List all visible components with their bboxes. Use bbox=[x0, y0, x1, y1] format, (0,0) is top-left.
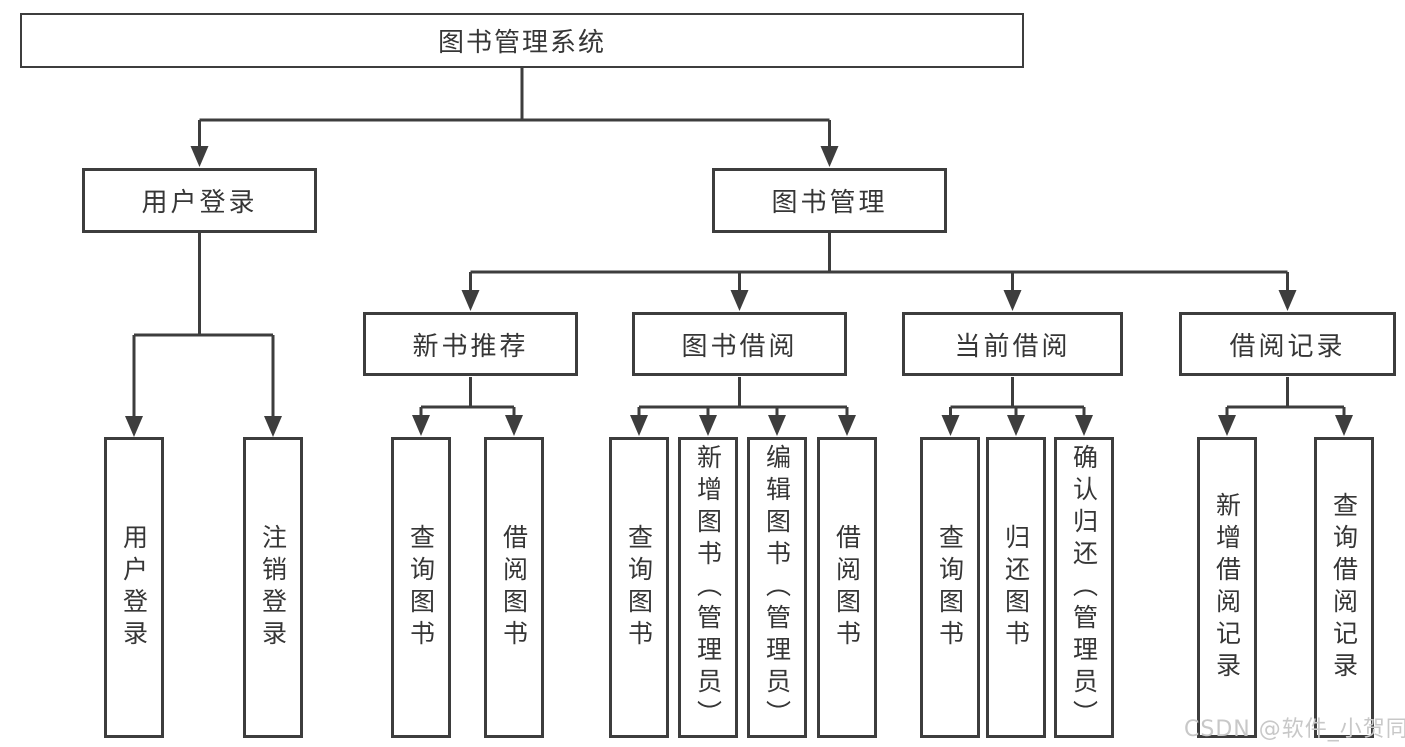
node-label: 新增图书（管理员） bbox=[693, 443, 723, 732]
csdn-watermark: CSDN @软件_小贺同学 bbox=[1184, 717, 1405, 742]
node-label: 新增借阅记录 bbox=[1212, 491, 1242, 684]
connector-arrowheads bbox=[125, 146, 1353, 437]
node-user-login: 用户登录 bbox=[82, 168, 317, 233]
leaf-return-books: 归还图书 bbox=[986, 437, 1046, 738]
node-new-book-recommend: 新书推荐 bbox=[363, 312, 578, 376]
node-label: 图书管理系统 bbox=[437, 28, 606, 58]
leaf-user-login: 用户登录 bbox=[104, 437, 164, 738]
node-book-borrowing: 图书借阅 bbox=[632, 312, 847, 376]
node-label: 归还图书 bbox=[1001, 523, 1031, 652]
leaf-query-books-current: 查询图书 bbox=[920, 437, 980, 738]
node-label: 查询图书 bbox=[624, 523, 654, 652]
leaf-borrow-books-recommend: 借阅图书 bbox=[484, 437, 544, 738]
leaf-add-borrow-record: 新增借阅记录 bbox=[1197, 437, 1257, 738]
node-label: 查询图书 bbox=[406, 523, 436, 652]
node-label: 注销登录 bbox=[258, 523, 288, 652]
node-label: 图书管理 bbox=[771, 188, 888, 218]
leaf-query-borrow-record: 查询借阅记录 bbox=[1314, 437, 1374, 738]
connector-lines bbox=[132, 68, 1346, 418]
node-label: 借阅图书 bbox=[832, 523, 862, 652]
node-label: 图书借阅 bbox=[681, 331, 798, 362]
node-label: 借阅图书 bbox=[499, 523, 529, 652]
node-label: 用户登录 bbox=[119, 523, 149, 652]
leaf-confirm-return-admin: 确认归还（管理员） bbox=[1054, 437, 1114, 738]
node-label: 当前借阅 bbox=[954, 331, 1071, 362]
node-borrowing-records: 借阅记录 bbox=[1179, 312, 1396, 376]
node-library-management-system: 图书管理系统 bbox=[20, 13, 1024, 68]
node-label: 查询图书 bbox=[935, 523, 965, 652]
node-label: 新书推荐 bbox=[412, 331, 529, 362]
leaf-edit-books-admin: 编辑图书（管理员） bbox=[747, 437, 807, 738]
node-label: 借阅记录 bbox=[1229, 331, 1346, 362]
leaf-logout: 注销登录 bbox=[243, 437, 303, 738]
leaf-add-books-admin: 新增图书（管理员） bbox=[678, 437, 738, 738]
leaf-borrow-books: 借阅图书 bbox=[817, 437, 877, 738]
node-label: 编辑图书（管理员） bbox=[762, 443, 792, 732]
node-current-borrowing: 当前借阅 bbox=[902, 312, 1123, 376]
node-label: 确认归还（管理员） bbox=[1069, 443, 1099, 732]
node-label: 用户登录 bbox=[141, 188, 258, 218]
leaf-query-books-borrowing: 查询图书 bbox=[609, 437, 669, 738]
node-book-management: 图书管理 bbox=[712, 168, 947, 233]
node-label: 查询借阅记录 bbox=[1329, 491, 1359, 684]
leaf-query-books-recommend: 查询图书 bbox=[391, 437, 451, 738]
